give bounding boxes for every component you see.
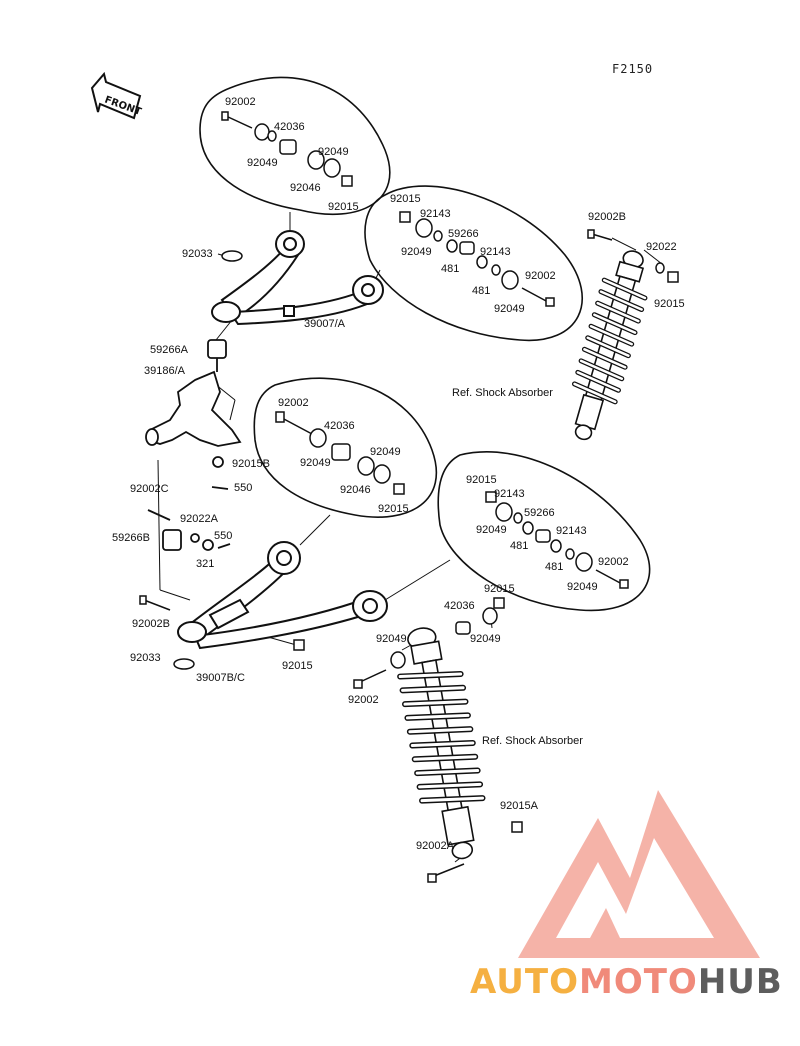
lower-a-arm: [177, 541, 388, 650]
part-label: 92015: [654, 298, 685, 310]
part-label: 481: [510, 540, 529, 552]
front-arrow-icon: FRONT: [90, 71, 143, 120]
watermark-logo: [518, 790, 760, 958]
part-label: 59266A: [150, 344, 188, 356]
part-label: 92022: [646, 241, 677, 253]
part-label: 92049: [370, 446, 401, 458]
upper-a-arm: [211, 230, 384, 326]
part-label: 92015: [378, 503, 409, 515]
part-label: 92046: [340, 484, 371, 496]
lower-bushing-parts: [275, 411, 405, 495]
part-label: 39186/A: [144, 365, 185, 377]
part-label: 92015: [390, 193, 421, 205]
part-label: 92002: [525, 270, 556, 282]
part-label: 39007/A: [304, 318, 345, 330]
shock-absorber-rear: [572, 250, 648, 441]
part-label: 42036: [324, 420, 355, 432]
lower-bushing-callout: [253, 377, 438, 518]
figure-code: F2150: [612, 62, 654, 76]
ref-shock-label: Ref. Shock Absorber: [482, 735, 583, 747]
ref-shock-label: Ref. Shock Absorber: [452, 387, 553, 399]
part-label: 92049: [494, 303, 525, 315]
steering-knuckle: [145, 339, 242, 468]
part-label: 92046: [290, 182, 321, 194]
upper-pivot-callout: [364, 185, 583, 342]
part-label: 59266: [448, 228, 479, 240]
part-label: 42036: [274, 121, 305, 133]
part-label: 92002B: [588, 211, 626, 223]
part-label: 92143: [556, 525, 587, 537]
part-label: 39007B/C: [196, 672, 245, 684]
part-label: 92002: [598, 556, 629, 568]
part-label: 59266: [524, 507, 555, 519]
part-label: 92015A: [500, 800, 538, 812]
upper-bushing-callout: [199, 76, 391, 215]
part-label: 92049: [318, 146, 349, 158]
part-label: 550: [234, 482, 253, 494]
part-label: 92022A: [180, 513, 218, 525]
part-label: 92049: [470, 633, 501, 645]
watermark-part3: HUB: [697, 962, 783, 1002]
part-label: 92143: [420, 208, 451, 220]
part-label: 92002: [225, 96, 256, 108]
front-shock-hardware: [139, 250, 523, 883]
part-label: 92049: [476, 524, 507, 536]
part-label: 92143: [480, 246, 511, 258]
rear-shock-hardware: [587, 229, 679, 283]
part-label: 92049: [247, 157, 278, 169]
part-label: 92002C: [130, 483, 169, 495]
watermark-part1: AUTO: [470, 962, 579, 1002]
part-label: 92143: [494, 488, 525, 500]
part-label: 92015: [484, 583, 515, 595]
part-label: 481: [441, 263, 460, 275]
part-label: 92049: [300, 457, 331, 469]
part-label: 92002A: [416, 840, 454, 852]
part-label: 92033: [130, 652, 161, 664]
upper-pivot-parts: [399, 211, 555, 307]
part-label: 92015: [466, 474, 497, 486]
part-label: 92049: [376, 633, 407, 645]
part-label: 550: [214, 530, 233, 542]
part-label: 92002: [278, 397, 309, 409]
part-label: 92015: [328, 201, 359, 213]
lower-pivot-callout: [437, 451, 651, 612]
part-label: 92002B: [132, 618, 170, 630]
part-label: 92002: [348, 694, 379, 706]
part-label: 42036: [444, 600, 475, 612]
watermark-part2: MOTO: [578, 962, 698, 1002]
part-label: 92015: [282, 660, 313, 672]
part-label: 481: [545, 561, 564, 573]
part-label: 92033: [182, 248, 213, 260]
upper-bushing-parts: [221, 111, 353, 187]
part-label: 92049: [567, 581, 598, 593]
watermark-text: AUTOMOTOHUB: [470, 962, 783, 1002]
lower-pivot-parts: [485, 491, 629, 589]
part-label: 481: [472, 285, 491, 297]
part-label: 321: [196, 558, 215, 570]
part-label: 92015B: [232, 458, 270, 470]
part-label: 59266B: [112, 532, 150, 544]
part-label: 92049: [401, 246, 432, 258]
lower-ball-joint: [147, 486, 231, 551]
shock-absorber-front: [397, 627, 486, 860]
